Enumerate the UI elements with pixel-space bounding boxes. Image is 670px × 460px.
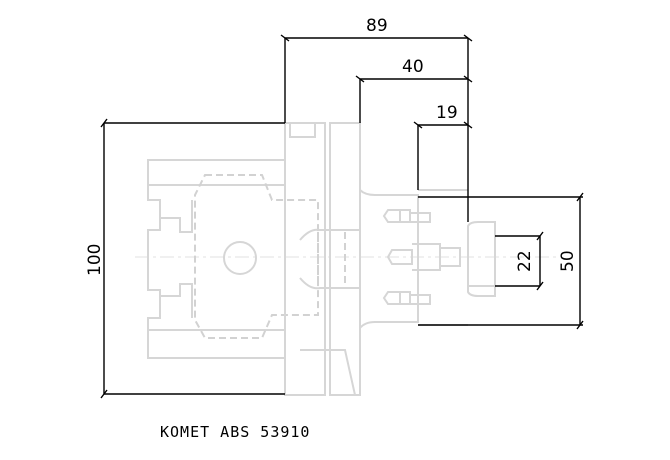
dimension-19-label: 19 [436, 103, 458, 123]
flange-notch-top [289, 123, 316, 138]
collar [329, 122, 361, 396]
screw-lower [382, 291, 431, 305]
shank-slot-upper [159, 200, 193, 233]
front-nut [467, 221, 496, 297]
dimension-100: 100 [85, 118, 285, 399]
dimension-22-label: 22 [515, 250, 535, 272]
screw-middle [386, 243, 461, 271]
tool-holder-outline [135, 122, 560, 396]
pin-inner [317, 232, 346, 286]
shank-slot-lower [159, 283, 193, 318]
internal-cavity [194, 174, 319, 339]
adapter-head [359, 189, 419, 329]
dimension-40-label: 40 [402, 57, 424, 77]
dimension-100-label: 100 [85, 244, 105, 276]
collar-groove-bottom [300, 349, 356, 396]
flange [284, 122, 326, 396]
dimension-50: 50 [418, 192, 584, 330]
clamping-hole [223, 241, 257, 275]
dimension-89-label: 89 [366, 16, 388, 36]
dimension-40: 40 [355, 57, 473, 125]
dimension-22: 22 [495, 231, 544, 291]
dimension-19: 19 [413, 103, 473, 222]
dimension-50-label: 50 [558, 250, 578, 272]
connecting-pin [299, 228, 361, 290]
caption: KOMET ABS 53910 [160, 423, 311, 441]
screw-upper [382, 209, 431, 223]
shank-body [147, 159, 286, 359]
dimension-89: 89 [280, 16, 473, 123]
